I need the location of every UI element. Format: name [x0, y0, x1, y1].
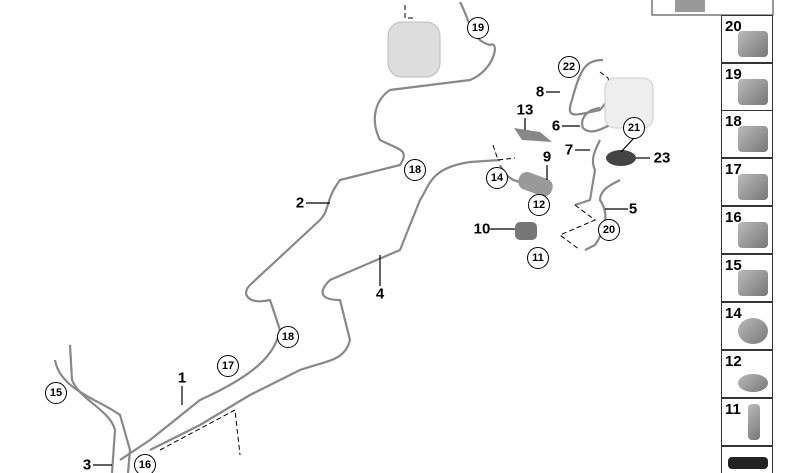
clip-icon — [738, 31, 768, 57]
legend-item-15: 15 — [721, 254, 773, 302]
callout-4: 4 — [375, 285, 385, 303]
circled-callout-16: 16 — [134, 454, 156, 473]
legend-item-17: 17 — [721, 158, 773, 206]
pipe-15 — [53, 359, 132, 473]
callout-3: 3 — [82, 456, 92, 473]
callout-6: 6 — [551, 117, 561, 135]
legend-item-pad — [721, 446, 773, 473]
callout-10: 10 — [473, 220, 491, 238]
circled-callout-15: 15 — [45, 382, 67, 404]
legend-item-18: 18 — [721, 110, 773, 158]
nut-icon — [738, 318, 768, 344]
legend-item-19: 19 — [721, 63, 773, 111]
callout-9: 9 — [542, 148, 552, 166]
pump-9 — [518, 171, 553, 197]
grommet-23 — [606, 150, 636, 166]
clamp-10 — [515, 222, 537, 240]
clip-icon — [738, 222, 768, 248]
pad-icon — [728, 457, 768, 469]
bracket-13 — [514, 128, 552, 142]
circled-callout-22: 22 — [558, 56, 580, 78]
holder-icon — [738, 270, 768, 296]
circled-callout-12: 12 — [528, 194, 550, 216]
legend-item-16: 16 — [721, 206, 773, 254]
circled-callout-20: 20 — [598, 219, 620, 241]
callout-2: 2 — [295, 194, 305, 212]
callout-1: 1 — [177, 369, 187, 387]
washer-icon — [738, 374, 768, 392]
callout-23: 23 — [653, 149, 671, 167]
callout-13: 13 — [516, 101, 534, 119]
legend-item-20: 20 — [721, 15, 773, 63]
circled-callout-19: 19 — [467, 17, 489, 39]
clip-icon — [738, 174, 768, 200]
legend-item-12: 12 — [721, 350, 773, 398]
pipe-6 — [581, 106, 611, 133]
circled-callout-14: 14 — [486, 167, 508, 189]
legend-item-14: 14 — [721, 302, 773, 350]
pipe-4 — [149, 158, 501, 451]
circled-callout-21: 21 — [623, 117, 645, 139]
pipe-7 — [574, 139, 601, 207]
pipe-2 — [119, 1, 496, 461]
circled-callout-17: 17 — [217, 355, 239, 377]
legend-item-11: 11 — [721, 398, 773, 446]
bolt-icon — [748, 404, 760, 440]
callout-5: 5 — [628, 200, 638, 218]
fuel-filter — [387, 21, 441, 78]
circled-callout-18: 18 — [404, 159, 426, 181]
pipe-1 — [68, 344, 117, 473]
circled-callout-18: 18 — [277, 326, 299, 348]
legend-top-box — [651, 0, 774, 16]
circled-callout-11: 11 — [527, 247, 549, 269]
callout-7: 7 — [564, 141, 574, 159]
clip-icon — [738, 79, 768, 105]
clip-icon — [738, 126, 768, 152]
callout-8: 8 — [535, 83, 545, 101]
